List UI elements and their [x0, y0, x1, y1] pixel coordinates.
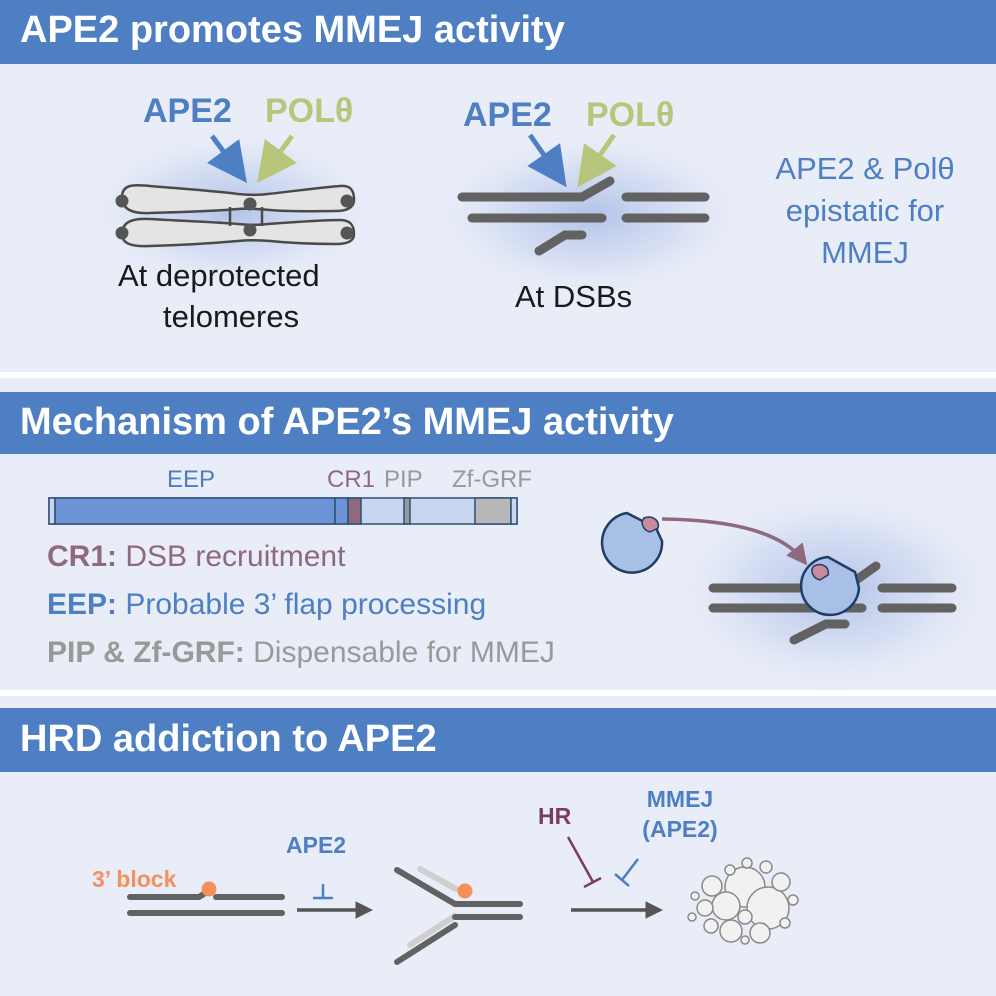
- legend-eep-key: EEP:: [47, 588, 118, 621]
- hr-label: HR: [538, 803, 572, 829]
- fork-dna-icon: [394, 866, 523, 965]
- epistatic-line3: MMEJ: [821, 235, 909, 270]
- telomere-caption-line1: At deprotected: [118, 258, 320, 293]
- ape2-domain-bar: [48, 497, 518, 525]
- legend-cr1-key: CR1:: [47, 540, 118, 573]
- chromosome-centromere: [228, 207, 264, 226]
- legend-cr1-desc: DSB recruitment: [125, 540, 346, 573]
- legend-eep-desc: Probable 3’ flap processing: [125, 588, 487, 621]
- legend-eep: EEP: Probable 3’ flap processing: [47, 588, 486, 622]
- epistatic-line2: epistatic for: [785, 193, 945, 228]
- mmej-label-line1: MMEJ: [646, 786, 714, 812]
- apoptotic-cell-icon: [687, 857, 799, 945]
- ape2-label-telomere: APE2: [143, 92, 232, 130]
- pol-label-dsb: POLθ: [586, 96, 675, 134]
- chromosome-icon: [120, 183, 356, 248]
- ape2-label-hrd: APE2: [286, 832, 347, 858]
- 3-block-label: 3’ block: [92, 866, 177, 892]
- hr-inhibition-bar: [583, 876, 602, 889]
- legend-cr1: CR1: DSB recruitment: [47, 540, 345, 574]
- 3-block-dot-1: [201, 881, 217, 897]
- epistatic-line1: APE2 & Polθ: [775, 151, 955, 186]
- ape2-label-dsb: APE2: [463, 96, 552, 134]
- hr-inhibition-line: [566, 836, 595, 883]
- dsb-caption: At DSBs: [515, 279, 633, 314]
- section1-title: APE2 promotes MMEJ activity: [20, 9, 565, 51]
- ape2-inhibition-icon: [313, 884, 333, 900]
- mmej-inhibition-line: [621, 858, 639, 881]
- pol-arrow-dsb: [577, 133, 617, 188]
- telomere-dots: [115, 194, 354, 240]
- section3-title: HRD addiction to APE2: [20, 718, 437, 760]
- domain-label-pip: PIP: [384, 466, 423, 493]
- telomere-caption-line2: telomeres: [163, 299, 300, 334]
- ape2-arrow-dsb: [527, 133, 567, 188]
- domain-label-zfgrf: Zf-GRF: [452, 466, 532, 493]
- domain-label-cr1: CR1: [327, 466, 376, 493]
- legend-pip-zfgrf-key: PIP & Zf-GRF:: [47, 636, 245, 669]
- recruitment-arrow: [661, 517, 808, 566]
- domain-label-eep: EEP: [167, 466, 216, 493]
- legend-pip-zfgrf: PIP & Zf-GRF: Dispensable for MMEJ: [47, 636, 555, 670]
- legend-pip-zfgrf-desc: Dispensable for MMEJ: [253, 636, 555, 669]
- ape2-arrow-telomere: [207, 134, 247, 184]
- ape2-protein-icon: [600, 511, 664, 574]
- section3-header: HRD addiction to APE2: [0, 708, 996, 772]
- section2-title: Mechanism of APE2’s MMEJ activity: [20, 401, 674, 443]
- 3-block-dot-2: [457, 883, 473, 899]
- ape2-protein-bound-icon: [799, 555, 861, 617]
- pol-label-telomere: POLθ: [265, 92, 354, 130]
- section2-header: Mechanism of APE2’s MMEJ activity: [0, 392, 996, 454]
- section1-header: APE2 promotes MMEJ activity: [0, 0, 996, 64]
- mmej-label-line2: (APE2): [642, 816, 718, 842]
- mmej-inhibition-bar: [614, 873, 630, 887]
- pol-arrow-telomere: [257, 134, 297, 184]
